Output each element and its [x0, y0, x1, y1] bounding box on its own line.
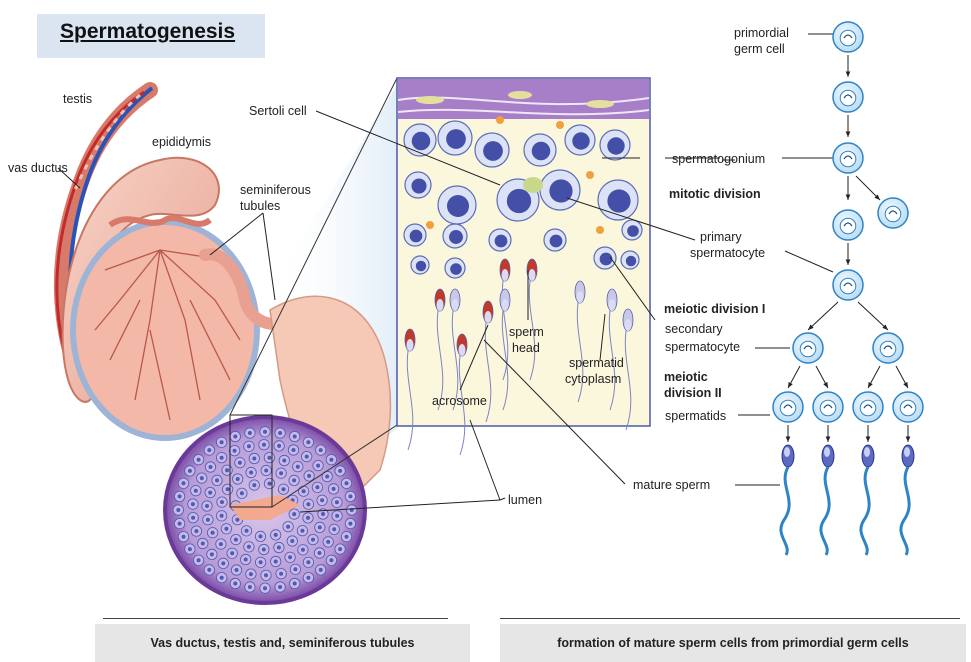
tissue-cell: [598, 180, 638, 220]
flow-arrow: [846, 243, 851, 265]
tissue-cell: [565, 125, 595, 155]
tissue-cell: [594, 247, 616, 269]
label-meiotic: meiotic: [664, 370, 708, 384]
flow-arrow: [808, 302, 838, 330]
flow-arrow: [786, 425, 791, 442]
label-secondary: secondary: [665, 322, 723, 336]
flow-arrow: [858, 302, 888, 330]
label-sertoli-cell: Sertoli cell: [249, 104, 307, 118]
tissue-cell: [404, 124, 436, 156]
label-spermatid: spermatid: [569, 356, 624, 370]
tissue-cell: [443, 224, 467, 248]
spermatogonium-daughter: [833, 210, 863, 240]
tissue-granule: [586, 171, 594, 179]
caption-rule-right: [500, 618, 960, 619]
tissue-cell: [405, 172, 431, 198]
tissue-body: [523, 177, 543, 193]
label-head: head: [512, 341, 540, 355]
caption-left: Vas ductus, testis and, seminiferous tub…: [95, 624, 470, 662]
label-cytoplasm: cytoplasm: [565, 372, 621, 386]
label-mitotic-division: mitotic division: [669, 187, 761, 201]
tissue-cell: [622, 220, 642, 240]
label-primary-spermatocyte: spermatocyte: [690, 246, 765, 260]
label-primordial: primordial: [734, 26, 789, 40]
tissue-cell: [621, 251, 639, 269]
tissue-granule: [496, 116, 504, 124]
spermatogonium-daughter: [878, 198, 908, 228]
tissue-cell: [489, 229, 511, 251]
secondary-spermatocyte-cell: [873, 333, 903, 363]
label-primary: primary: [700, 230, 742, 244]
secondary-spermatocyte-cell: [793, 333, 823, 363]
mature-sperm-cell: [781, 445, 794, 555]
mature-sperm-cell: [901, 445, 914, 555]
primordial-germ-cell: [833, 22, 863, 52]
germ-cell-2: [833, 82, 863, 112]
label-testis: testis: [63, 92, 92, 106]
flow-arrow: [826, 425, 831, 442]
flow-arrow: [896, 366, 908, 388]
flow-arrow: [906, 425, 911, 442]
flow-arrow: [868, 366, 880, 388]
label-division-ii: division II: [664, 386, 722, 400]
label-spermatids: spermatids: [665, 409, 726, 423]
tissue-cell: [438, 121, 472, 155]
flow-arrow: [846, 115, 851, 137]
mature-sperm-cell: [821, 445, 834, 555]
label-mature-sperm: mature sperm: [633, 478, 710, 492]
tissue-cell: [475, 133, 509, 167]
spermatid-cell: [853, 392, 883, 422]
label-secondary-spermatocyte: spermatocyte: [665, 340, 740, 354]
label-spermatogonium: spermatogonium: [672, 152, 765, 166]
label-epididymis: epididymis: [152, 135, 211, 149]
flow-arrow: [866, 425, 871, 442]
tissue-cell: [411, 256, 429, 274]
flow-arrow: [846, 176, 851, 200]
label-sperm: sperm: [509, 325, 544, 339]
mature-sperm-cell: [861, 445, 874, 555]
tissue-cell: [540, 170, 580, 210]
tissue-cell: [404, 224, 426, 246]
page-title: Spermatogenesis: [60, 20, 235, 44]
tissue-cell: [600, 130, 630, 160]
label-vas-ductus: vas ductus: [8, 161, 68, 175]
spermatid-cell: [773, 392, 803, 422]
flow-arrow: [846, 55, 851, 77]
flow-arrow: [856, 176, 880, 200]
primary-spermatocyte-cell: [833, 270, 863, 300]
label-tubules: tubules: [240, 199, 280, 213]
label-seminiferous: seminiferous: [240, 183, 311, 197]
spermatid-cell: [893, 392, 923, 422]
label-germ-cell: germ cell: [734, 42, 785, 56]
spermatogonium-cell: [833, 143, 863, 173]
label-lumen: lumen: [508, 493, 542, 507]
caption-right: formation of mature sperm cells from pri…: [500, 624, 966, 662]
tissue-cell: [438, 186, 476, 224]
tissue-cell: [544, 229, 566, 251]
label-acrosome: acrosome: [432, 394, 487, 408]
tissue-cell: [524, 134, 556, 166]
flow-arrow: [816, 366, 828, 388]
flow-arrow: [788, 366, 800, 388]
tissue-cell: [445, 258, 465, 278]
tissue-granule: [596, 226, 604, 234]
label-meiotic-division-i: meiotic division I: [664, 302, 765, 316]
tissue-granule: [426, 221, 434, 229]
spermatid-cell: [813, 392, 843, 422]
tissue-granule: [556, 121, 564, 129]
caption-rule-left: [103, 618, 448, 619]
